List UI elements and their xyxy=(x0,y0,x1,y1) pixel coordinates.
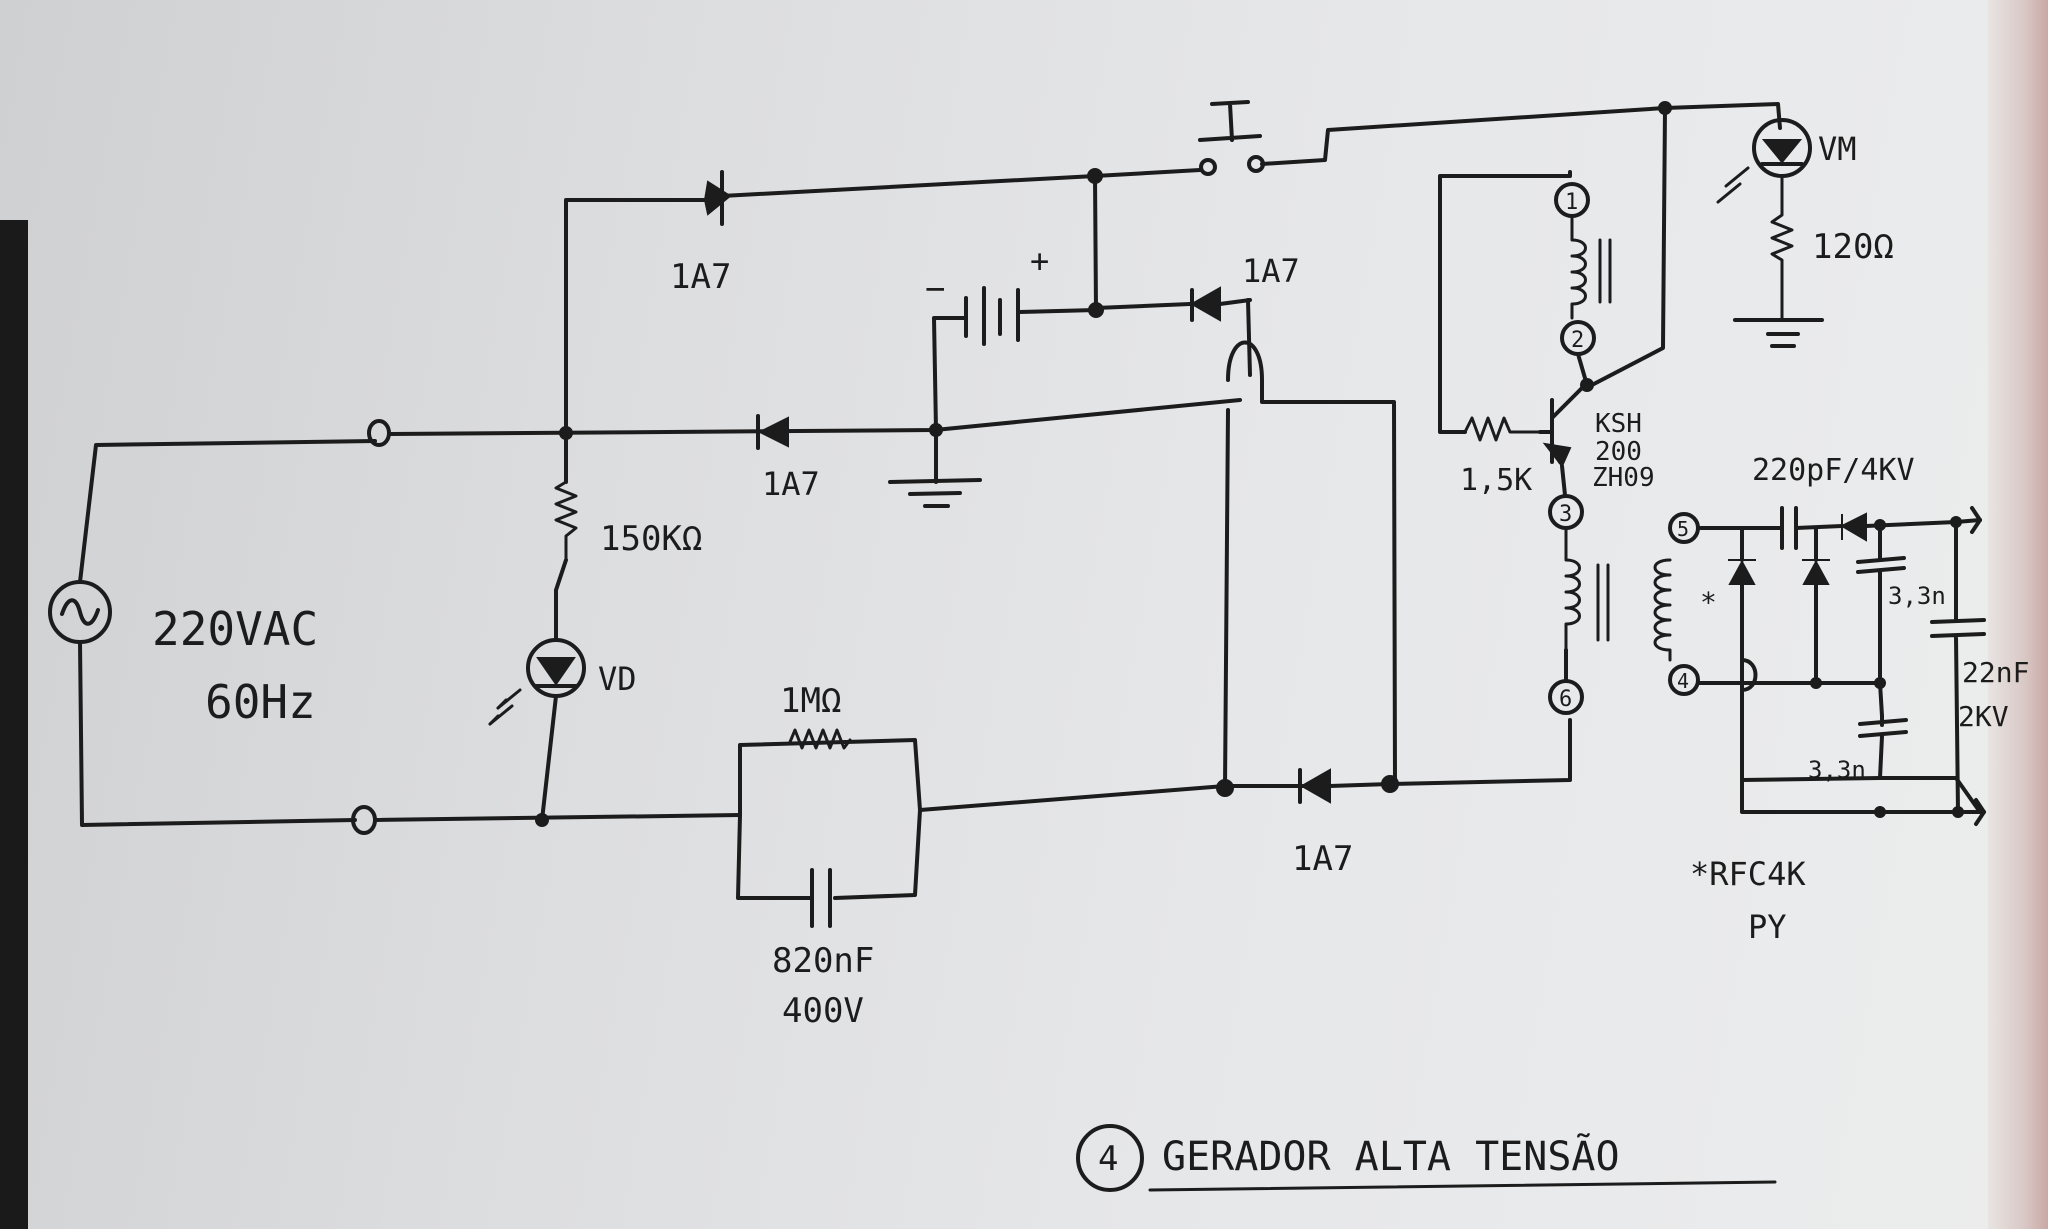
wire-top-to-batt xyxy=(1093,174,1098,312)
node-mult-mid xyxy=(1810,677,1822,689)
label-pin3: 3 xyxy=(1559,502,1572,527)
title-number: 4 xyxy=(1098,1139,1118,1179)
pin-4 xyxy=(1668,664,1700,696)
ground-symbol-main xyxy=(888,428,982,508)
cap-220p xyxy=(1780,506,1798,550)
wire-left-up xyxy=(564,198,707,435)
label-pin6: 6 xyxy=(1559,687,1572,712)
ac-source xyxy=(48,580,112,644)
output-arrow-bottom xyxy=(1974,798,1986,826)
label-battery-plus: + xyxy=(1030,242,1049,280)
wire-led-to-bottom xyxy=(540,694,558,822)
wire-coil-loop xyxy=(1438,170,1572,434)
title-underline xyxy=(1148,1180,1777,1192)
label-rfc-note-2: PY xyxy=(1748,908,1787,946)
push-button-switch xyxy=(1198,100,1667,176)
coil-upper-core xyxy=(1598,238,1612,304)
led-vd xyxy=(488,638,586,726)
diode-mult-1 xyxy=(1728,559,1756,585)
wire-source-bottom xyxy=(78,640,357,827)
resistor-1k5 xyxy=(1463,416,1542,442)
wire-to-led-vd xyxy=(554,558,568,642)
wire-to-batt-diode xyxy=(1246,298,1252,377)
label-diode-battery: 1A7 xyxy=(1242,252,1300,290)
label-transistor-2: 200 xyxy=(1595,437,1642,467)
coil-upper xyxy=(1570,214,1587,320)
resistor-150k xyxy=(554,480,578,562)
transistor-ksh200 xyxy=(1538,383,1587,468)
wire-output-bottom xyxy=(1740,778,1986,814)
label-rfc-note-1: *RFC4K xyxy=(1690,855,1806,893)
wire-mult-bottom xyxy=(1696,681,1884,718)
diode-mult-2 xyxy=(1802,559,1830,585)
label-3n3-b: 3,3n xyxy=(1808,756,1866,784)
node-mult-bottom-right xyxy=(1952,806,1964,818)
label-battery-minus: − xyxy=(925,269,945,309)
label-3n3-a: 3,3n xyxy=(1888,582,1946,610)
label-400v: 400V xyxy=(782,991,864,1031)
wire-bottom-left xyxy=(373,813,742,822)
cap-3n3-b xyxy=(1858,714,1908,780)
title-number-circle xyxy=(1076,1124,1144,1192)
label-220p: 220pF/4KV xyxy=(1752,453,1915,488)
label-150k: 150KΩ xyxy=(600,519,702,559)
cap-3n3-a xyxy=(1856,523,1906,685)
wire-to-led-vm xyxy=(1663,102,1782,130)
label-led-vm: VM xyxy=(1818,130,1857,168)
wire-to-coil-bottom xyxy=(1388,718,1572,786)
output-arrow-top xyxy=(1970,506,1982,534)
battery xyxy=(932,286,1098,432)
diode-battery xyxy=(1094,286,1252,322)
label-820nf: 820nF xyxy=(772,941,874,981)
label-22nf: 22nF xyxy=(1962,656,2029,689)
label-pin2: 2 xyxy=(1571,328,1584,353)
label-transistor-3: ZH09 xyxy=(1592,463,1655,493)
wire-crossover xyxy=(1226,340,1397,786)
rc-parallel-block xyxy=(736,728,922,928)
led-vm xyxy=(1716,118,1812,204)
label-diode-bottom: 1A7 xyxy=(1292,839,1353,879)
wire-top xyxy=(720,168,1202,198)
cap-22n xyxy=(1930,520,1986,814)
resistor-120 xyxy=(1770,174,1794,320)
label-pin4: 4 xyxy=(1677,669,1689,693)
label-1k5: 1,5K xyxy=(1460,463,1532,498)
label-diode-top: 1A7 xyxy=(670,257,731,297)
wire-source-top xyxy=(78,439,377,584)
rfc-coil xyxy=(1653,558,1672,662)
wire-pin2-collector xyxy=(1576,352,1589,387)
wire-mid-vertical xyxy=(1223,408,1230,790)
label-transistor-1: KSH xyxy=(1595,409,1642,439)
title-text: GERADOR ALTA TENSÃO xyxy=(1162,1132,1620,1180)
label-1m: 1MΩ xyxy=(780,681,841,721)
diode-mid xyxy=(756,414,789,450)
desk-background xyxy=(1988,0,2048,1229)
diode-bottom xyxy=(1298,768,1392,804)
coil-lower xyxy=(1564,526,1581,652)
diode-top xyxy=(703,170,732,226)
coil-lower-core xyxy=(1596,563,1610,642)
label-60hz: 60Hz xyxy=(205,675,316,729)
terminal-top xyxy=(367,419,391,447)
label-120: 120Ω xyxy=(1812,227,1894,267)
label-diode-mid: 1A7 xyxy=(762,465,820,503)
label-led-vd: VD xyxy=(598,660,637,698)
page-edge-shadow xyxy=(0,220,28,1229)
label-220vac: 220VAC xyxy=(152,602,318,656)
wire-crossover-mult xyxy=(1740,658,1758,692)
wire-bottom-right xyxy=(918,784,1307,812)
label-pin1: 1 xyxy=(1565,190,1578,215)
label-rfc-marker: * xyxy=(1700,586,1717,619)
label-pin5: 5 xyxy=(1677,517,1689,541)
wire-main-horizontal xyxy=(388,398,1242,436)
label-2kv: 2KV xyxy=(1958,700,2009,733)
wire-emitter-pin3 xyxy=(1560,464,1567,497)
wire-right-rail xyxy=(1588,106,1667,388)
ground-symbol-led xyxy=(1733,318,1824,348)
